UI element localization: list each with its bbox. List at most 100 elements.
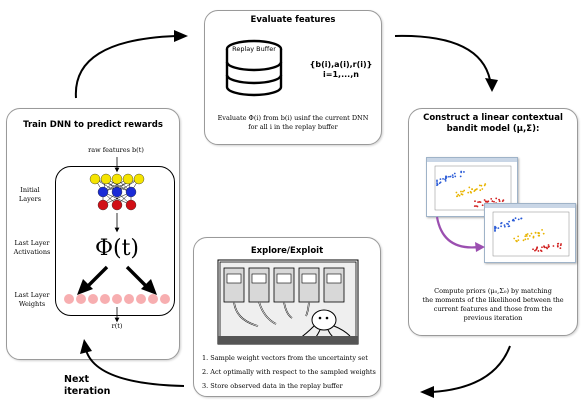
weight-node [64,294,74,304]
scatter-point [456,195,458,198]
scatter-point [538,232,541,235]
replay-index-range: i=1,...,n [323,70,359,79]
scatter-point [547,244,550,246]
scatter-point [461,190,464,193]
scatter-point [458,194,461,197]
scatter-point [439,181,442,184]
construct-bandit-title-1: Construct a linear contextual [423,113,563,123]
scatter-point [471,188,474,191]
scatter-point [469,190,472,193]
scatter-point [460,171,463,174]
scatter-point [493,200,495,203]
scatter-point [541,229,543,231]
scatter-point [477,201,479,204]
scatter-point [500,225,502,228]
scatter-point [494,229,496,232]
scatter-point [442,177,444,180]
scatter-point [463,171,465,173]
scatter-point [498,200,501,203]
scatter-plot-window-current [484,203,576,263]
weight-node [160,294,170,304]
scatter-point [453,172,456,175]
scatter-point [513,237,516,240]
scatter-point [444,179,447,182]
evaluate-description-line1: Evaluate Φ(i) from b(i) usinf the curren… [217,114,369,122]
explore-exploit-box: Explore/Exploit [193,237,381,397]
scatter-point [479,201,482,204]
output-reward-label: r(t) [111,322,123,330]
scatter-point [559,247,562,250]
scatter-point [543,245,545,248]
scatter-point [517,235,520,238]
scatter-point [502,199,505,202]
scatter-point [460,193,463,195]
weight-node [136,294,146,304]
scatter-point [491,200,494,203]
replay-buffer-label: Replay Buffer [232,45,276,53]
last-layer-activations-label-2: Activations [13,248,51,256]
train-dnn-title: Train DNN to predict rewards [23,120,163,130]
weight-node [76,294,86,304]
construct-description-4: previous iteration [463,314,523,322]
database-icon [225,39,283,97]
scatter-point [436,180,438,183]
raw-features-label: raw features b(t) [88,146,144,154]
next-iteration-label-1: Next [64,374,90,385]
scatter-point [494,226,496,229]
construct-description-3: current features and those from the [433,305,553,313]
scatter-point [484,183,487,185]
scatter-point [514,217,517,220]
scatter-point [542,232,545,235]
scatter-point [457,193,460,196]
weight-node [124,294,134,304]
scatter-point [506,222,508,225]
scatter-point [454,175,457,178]
construct-bandit-title-2: bandit model (μ,Σ): [446,124,540,134]
network-node [133,173,145,185]
network-node [111,199,123,211]
scatter-point [524,238,527,241]
scatter-point [445,175,447,178]
scatter-point [451,174,454,177]
scatter-point [517,218,520,221]
scatter-point [513,219,515,222]
evaluate-features-box: Evaluate features Replay Buffer {b(i),a(… [204,10,382,145]
scatter-point [439,178,442,181]
weight-node [88,294,98,304]
explore-exploit-title: Explore/Exploit [250,246,324,256]
scatter-point [463,189,466,192]
explore-step-1: 1. Sample weight vectors from the uncert… [202,354,368,362]
scatter-point [487,200,490,203]
scatter-point [452,176,454,179]
scatter-point [541,246,543,249]
scatter-point [481,188,484,190]
neural-network-diagram [64,157,170,323]
initial-layers-label-2: Layers [18,195,42,203]
construct-bandit-box: Construct a linear contextual bandit mod… [408,108,578,336]
construct-description-2: the moments of the likelihood between th… [422,296,564,304]
scatter-point [525,235,528,237]
scatter-point [490,197,493,200]
scatter-point [520,217,523,220]
scatter-point [536,246,539,249]
scatter-point [484,200,487,203]
initial-layers-label-1: Initial [20,186,40,194]
scatter-point [478,184,481,187]
last-layer-activations-label-1: Last Layer [14,239,50,247]
weight-node [112,294,122,304]
scatter-point [481,204,484,207]
scatter-point [503,224,506,227]
weight-node [100,294,110,304]
scatter-point [449,175,452,178]
explore-step-3: 3. Store observed data in the replay buf… [202,382,343,390]
weight-node [148,294,158,304]
scatter-point [459,175,462,178]
explore-step-2: 2. Act optimally with respect to the sam… [202,368,376,376]
phi-activation-symbol: Φ(t) [94,236,140,261]
scatter-point [559,244,562,247]
scatter-point [548,245,550,248]
scatter-point [436,182,439,185]
scatter-point [552,245,555,247]
scatter-point [467,191,470,194]
